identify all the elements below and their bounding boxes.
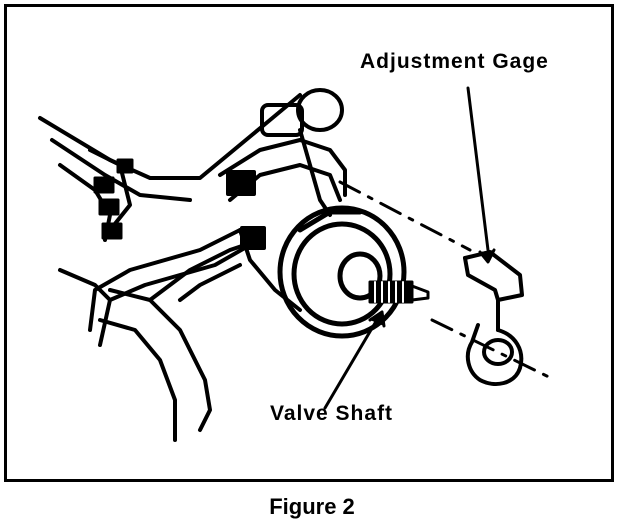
valve-shaft: [368, 280, 430, 304]
engine-housing: [38, 93, 302, 442]
figure-frame: [4, 4, 614, 482]
fuel-lines: [88, 228, 262, 347]
alignment-line: [338, 180, 557, 382]
leader-arrows: [323, 86, 496, 410]
valve-shaft-label: Valve Shaft: [270, 402, 394, 425]
housing-bolts: [93, 158, 134, 240]
figure-caption: Figure 2: [269, 494, 355, 519]
adjustment-gage: [463, 250, 524, 386]
diaphragm-housing: [277, 205, 407, 339]
adjustment-gage-label: Adjustment Gage: [360, 50, 549, 73]
